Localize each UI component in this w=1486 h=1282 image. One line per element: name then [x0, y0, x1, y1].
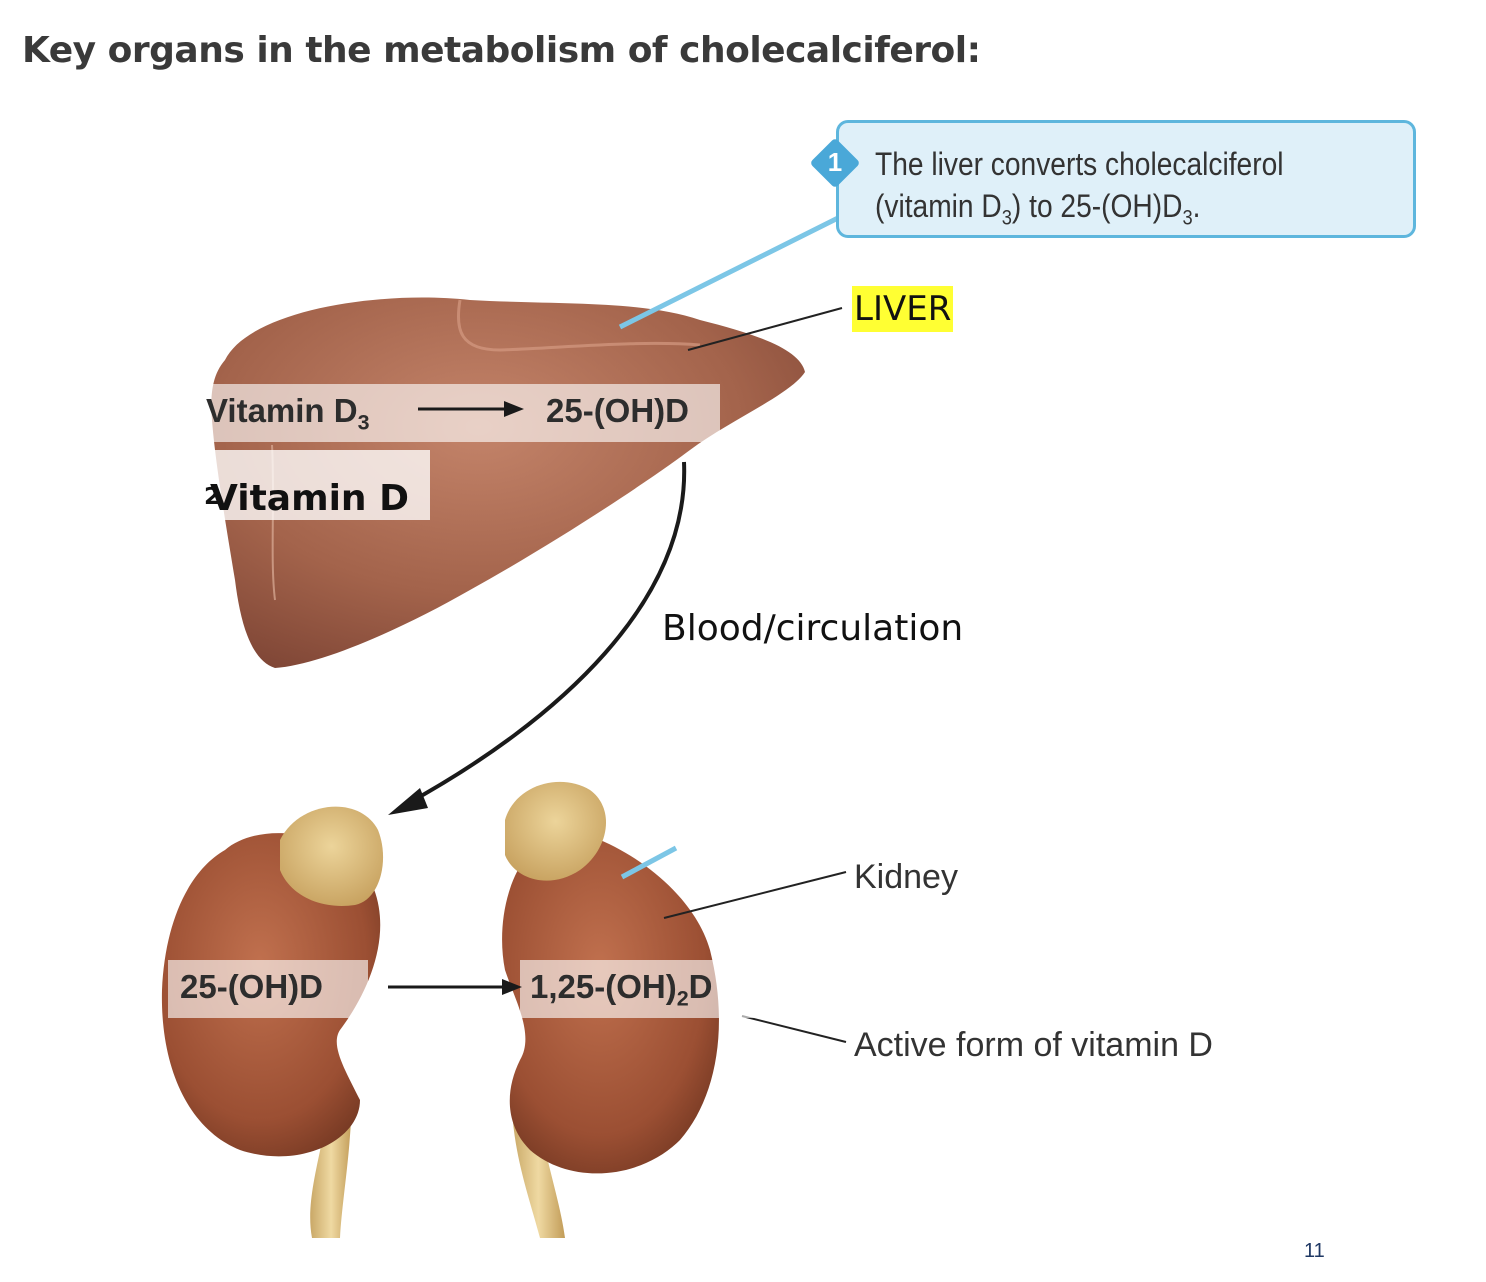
circulation-arrow	[404, 461, 687, 807]
kidney-callout-leader	[620, 845, 678, 880]
liver-reaction-band	[200, 384, 720, 442]
kidney-reaction-band-right	[520, 960, 756, 1018]
liver-product-label: 25-(OH)D	[546, 392, 690, 429]
kidney-reaction-band-left	[168, 960, 368, 1018]
page-number: 11	[1304, 1240, 1325, 1262]
step-number: 1	[827, 147, 843, 177]
kidney-reaction-arrowhead	[502, 979, 522, 995]
page-title: Key organs in the metabolism of cholecal…	[22, 30, 981, 71]
callout-text: The liver converts cholecalciferol (vita…	[875, 143, 1283, 239]
active-form-label: Active form of vitamin D	[854, 1026, 1213, 1064]
liver-leader-line	[687, 307, 843, 351]
liver-reaction-arrowhead	[504, 401, 524, 417]
liver-label: LIVER	[852, 286, 954, 332]
liver-callout-box: 1 The liver converts cholecalciferol (vi…	[809, 120, 1416, 239]
circulation-label: Blood/circulation	[662, 608, 964, 649]
active-leader-line	[741, 1015, 847, 1043]
kidney-product-label: 1,25-(OH)2D	[530, 968, 713, 1011]
kidney-leader-line	[663, 871, 847, 919]
kidney-label: Kidney	[854, 858, 958, 896]
kidney-substrate-label: 25-(OH)D	[180, 968, 324, 1005]
circulation-arrowhead	[388, 788, 428, 815]
callout-leader-line	[618, 215, 840, 330]
callout-line-2: (vitamin D3) to 25-(OH)D3.	[875, 188, 1201, 230]
kidney-left	[161, 806, 384, 1238]
vitamin-d3-label: Vitamin D3	[206, 392, 370, 435]
callout-line-1: The liver converts cholecalciferol	[875, 146, 1284, 182]
